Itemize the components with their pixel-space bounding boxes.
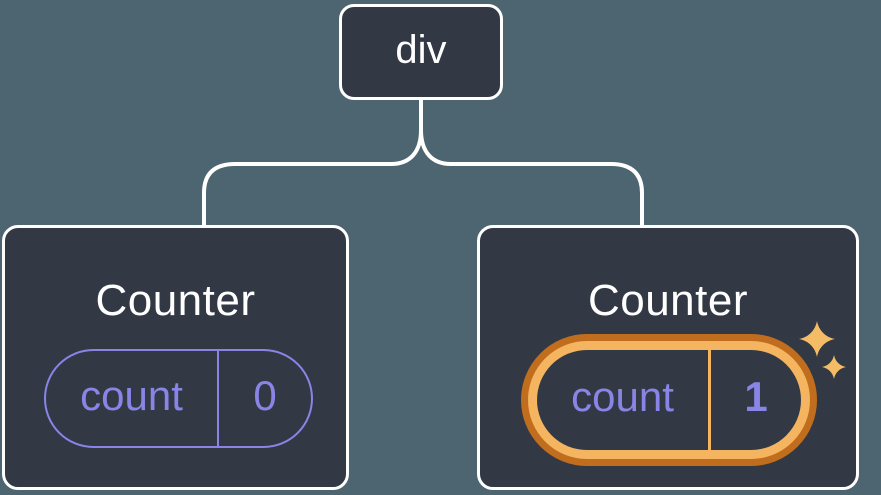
state-pill: count 0 [44, 349, 313, 448]
state-value-cell: 0 [219, 351, 311, 446]
root-node-label: div [395, 28, 447, 72]
state-pill-highlighted: count 1 [521, 334, 817, 466]
state-pill-inner: count 1 [537, 350, 801, 450]
counter-node-right: Counter count 1 [477, 225, 859, 490]
state-key-label: count [80, 371, 183, 419]
sparkle-large [799, 321, 835, 357]
root-div-node: div [339, 4, 503, 100]
state-value-cell: 1 [711, 350, 801, 450]
sparkles-icon [799, 321, 846, 379]
connector-left-branch [202, 98, 423, 228]
counter-title: Counter [95, 276, 256, 325]
state-value: 1 [744, 373, 768, 420]
counter-node-left: Counter count 0 [2, 225, 349, 490]
state-key-label: count [571, 373, 674, 420]
connector-right-branch [419, 98, 644, 228]
state-key-cell: count [46, 351, 219, 446]
state-value: 0 [253, 371, 277, 419]
sparkle-small [822, 355, 846, 379]
state-key-cell: count [537, 350, 711, 450]
counter-title: Counter [587, 276, 749, 325]
